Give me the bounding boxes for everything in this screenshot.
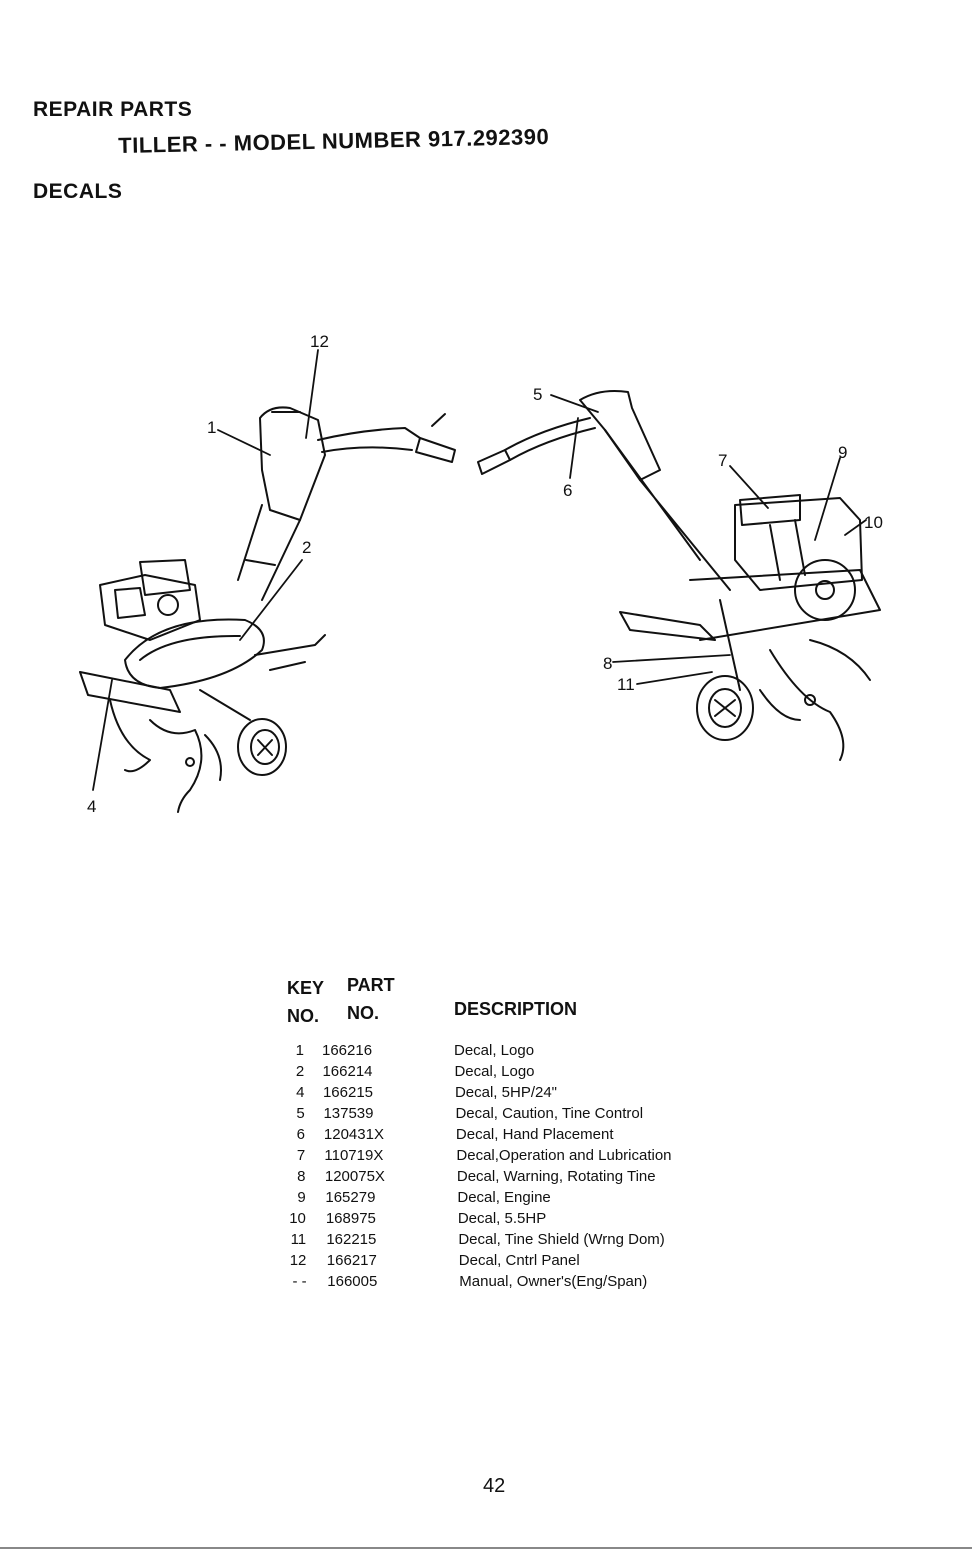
row-part-no: 120431X bbox=[323, 1126, 384, 1143]
row-description: Decal, 5.5HP bbox=[457, 1210, 547, 1227]
callout-6: 6 bbox=[563, 481, 572, 500]
table-row: 9 165279 Decal, Engine bbox=[0, 1187, 972, 1208]
row-description: Decal,Operation and Lubrication bbox=[456, 1147, 672, 1164]
row-part-no: 110719X bbox=[324, 1147, 384, 1164]
callout-labels: 12 1 2 4 5 6 7 9 10 8 11 bbox=[87, 332, 883, 816]
row-description: Decal, Caution, Tine Control bbox=[455, 1105, 644, 1122]
table-row: 8 120075X Decal, Warning, Rotating Tine bbox=[0, 1166, 972, 1187]
row-key-no: 9 bbox=[297, 1189, 306, 1206]
row-key-no: 10 bbox=[289, 1210, 306, 1227]
callout-12: 12 bbox=[310, 332, 329, 351]
row-key-no: 11 bbox=[290, 1231, 307, 1248]
callout-7: 7 bbox=[718, 451, 727, 470]
bottom-rule bbox=[0, 1547, 972, 1549]
table-row: 10 168975 Decal, 5.5HP bbox=[0, 1208, 972, 1229]
row-key-no: - - bbox=[292, 1273, 307, 1290]
col-desc-header: DESCRIPTION bbox=[454, 999, 578, 1019]
row-description: Decal, Logo bbox=[454, 1042, 535, 1059]
row-key-no: 1 bbox=[295, 1042, 304, 1059]
model-title: TILLER - - MODEL NUMBER 917.292390 bbox=[118, 123, 550, 158]
table-row: 4 166215 Decal, 5HP/24" bbox=[0, 1082, 972, 1103]
callout-10: 10 bbox=[864, 513, 883, 532]
callout-1: 1 bbox=[207, 418, 216, 437]
row-key-no: 5 bbox=[296, 1105, 305, 1122]
col-part-header-line1: PART bbox=[347, 975, 395, 995]
col-key-header-line1: KEY bbox=[287, 978, 325, 998]
group-title: DECALS bbox=[33, 180, 123, 203]
row-description: Decal, Cntrl Panel bbox=[458, 1252, 580, 1269]
col-key-header-line2: NO. bbox=[287, 1006, 320, 1026]
table-row: 1 166216 Decal, Logo bbox=[0, 1040, 972, 1061]
row-part-no: 165279 bbox=[325, 1189, 376, 1206]
table-row: 12 166217 Decal, Cntrl Panel bbox=[0, 1250, 972, 1271]
row-part-no: 166216 bbox=[322, 1042, 373, 1059]
page-number: 42 bbox=[483, 1475, 506, 1497]
col-part-header-line2: NO. bbox=[347, 1003, 380, 1023]
row-description: Decal, Warning, Rotating Tine bbox=[456, 1168, 656, 1185]
table-row: 5 137539 Decal, Caution, Tine Control bbox=[0, 1103, 972, 1124]
callout-2: 2 bbox=[302, 538, 311, 557]
table-row: 6 120431X Decal, Hand Placement bbox=[0, 1124, 972, 1145]
row-part-no: 166005 bbox=[327, 1273, 378, 1290]
row-description: Manual, Owner's(Eng/Span) bbox=[459, 1273, 648, 1290]
callout-11: 11 bbox=[617, 675, 635, 694]
row-part-no: 137539 bbox=[323, 1105, 374, 1122]
row-part-no: 162215 bbox=[326, 1231, 377, 1248]
left-tiller-drawing bbox=[79, 406, 456, 813]
callout-leaders bbox=[92, 349, 867, 791]
row-part-no: 166217 bbox=[326, 1252, 377, 1269]
table-row: - - 166005 Manual, Owner's(Eng/Span) bbox=[0, 1271, 972, 1292]
callout-8: 8 bbox=[603, 654, 612, 673]
table-row: 7 110719X Decal,Operation and Lubrication bbox=[0, 1145, 972, 1166]
row-description: Decal, 5HP/24" bbox=[454, 1084, 557, 1101]
section-title: REPAIR PARTS bbox=[33, 98, 193, 121]
row-key-no: 8 bbox=[297, 1168, 306, 1185]
row-key-no: 4 bbox=[296, 1084, 305, 1101]
row-part-no: 166214 bbox=[322, 1063, 373, 1080]
tiller-decal-diagram: 12 1 2 4 5 6 7 9 10 8 11 bbox=[79, 332, 883, 816]
callout-9: 9 bbox=[838, 443, 847, 462]
row-key-no: 2 bbox=[295, 1063, 305, 1080]
row-description: Decal, Hand Placement bbox=[455, 1126, 614, 1143]
table-row: 2 166214 Decal, Logo bbox=[0, 1061, 972, 1082]
callout-4: 4 bbox=[87, 797, 96, 816]
row-part-no: 166215 bbox=[322, 1084, 374, 1101]
table-row: 11 162215 Decal, Tine Shield (Wrng Dom) bbox=[0, 1229, 972, 1250]
row-description: Decal, Logo bbox=[454, 1063, 535, 1080]
row-key-no: 7 bbox=[296, 1147, 306, 1164]
row-description: Decal, Engine bbox=[457, 1189, 551, 1206]
row-key-no: 6 bbox=[296, 1126, 305, 1143]
row-part-no: 120075X bbox=[324, 1168, 385, 1185]
callout-5: 5 bbox=[533, 385, 542, 404]
row-key-no: 12 bbox=[289, 1252, 307, 1269]
right-tiller-drawing bbox=[477, 390, 881, 761]
row-part-no: 168975 bbox=[325, 1210, 376, 1227]
row-description: Decal, Tine Shield (Wrng Dom) bbox=[458, 1231, 665, 1248]
